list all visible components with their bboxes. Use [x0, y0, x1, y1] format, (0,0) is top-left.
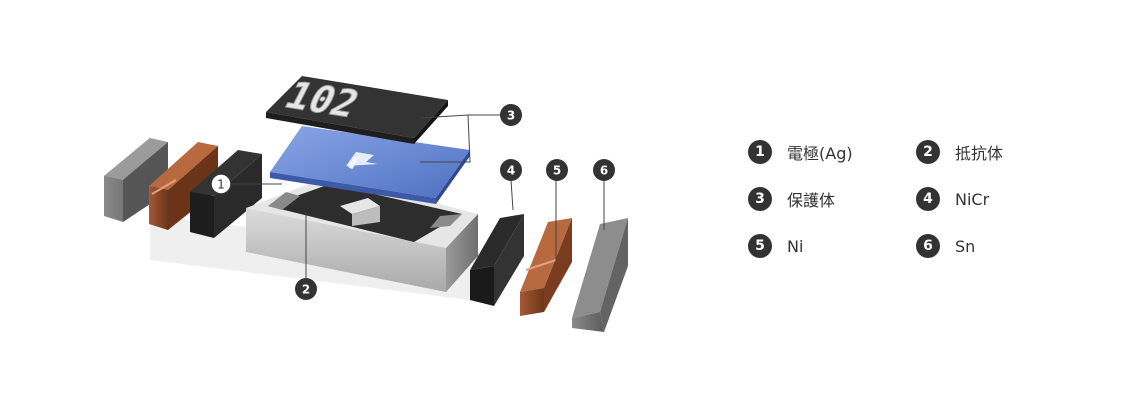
legend-item-resistor: 2 抵抗体: [916, 140, 1003, 164]
legend-label: Ni: [787, 236, 804, 256]
callout-2: 2: [295, 278, 317, 300]
numbered-badge-icon: 5: [748, 234, 772, 258]
left-nicr-cap: [190, 150, 262, 238]
left-sn-cap: [104, 138, 168, 222]
svg-text:5: 5: [553, 164, 561, 178]
leader-lines: [232, 114, 605, 278]
right-sn-cap: [572, 218, 628, 332]
legend-label: NiCr: [955, 189, 990, 209]
legend-label: 電極(Ag): [787, 144, 853, 163]
numbered-badge-icon: 4: [916, 187, 940, 211]
legend-label: 保護体: [787, 191, 836, 210]
svg-text:2: 2: [302, 283, 310, 297]
svg-text:3: 3: [507, 109, 515, 123]
callout-1: 1: [210, 173, 232, 195]
numbered-badge-icon: 3: [748, 187, 772, 211]
resistor-layer: [268, 184, 462, 242]
callout-5: 5: [546, 159, 568, 181]
marking-plate: [266, 76, 448, 144]
left-ni-cap: [149, 142, 218, 230]
legend-item-electrode: 1 電極(Ag): [748, 140, 853, 164]
protective-layer: [270, 126, 470, 204]
right-ni-cap: [520, 218, 572, 316]
svg-text:6: 6: [600, 164, 608, 178]
right-nicr-cap: [470, 214, 524, 306]
numbered-badge-icon: 1: [748, 140, 772, 164]
svg-text:1: 1: [217, 178, 225, 192]
legend-item-protective: 3 保護体: [748, 187, 835, 211]
legend-label: Sn: [955, 236, 976, 256]
svg-text:4: 4: [507, 164, 515, 178]
legend-label: 抵抗体: [955, 144, 1004, 163]
callout-3: 3: [500, 104, 522, 126]
legend-item-nicr: 4 NiCr: [916, 187, 989, 211]
callout-4: 4: [500, 159, 522, 181]
legend-item-ni: 5 Ni: [748, 234, 803, 258]
layer-legend: 1 電極(Ag) 2 抵抗体 3 保護体 4 NiCr 5 Ni 6 Sn: [748, 140, 1088, 270]
callout-6: 6: [593, 159, 615, 181]
legend-item-sn: 6 Sn: [916, 234, 975, 258]
numbered-badge-icon: 2: [916, 140, 940, 164]
numbered-badge-icon: 6: [916, 234, 940, 258]
